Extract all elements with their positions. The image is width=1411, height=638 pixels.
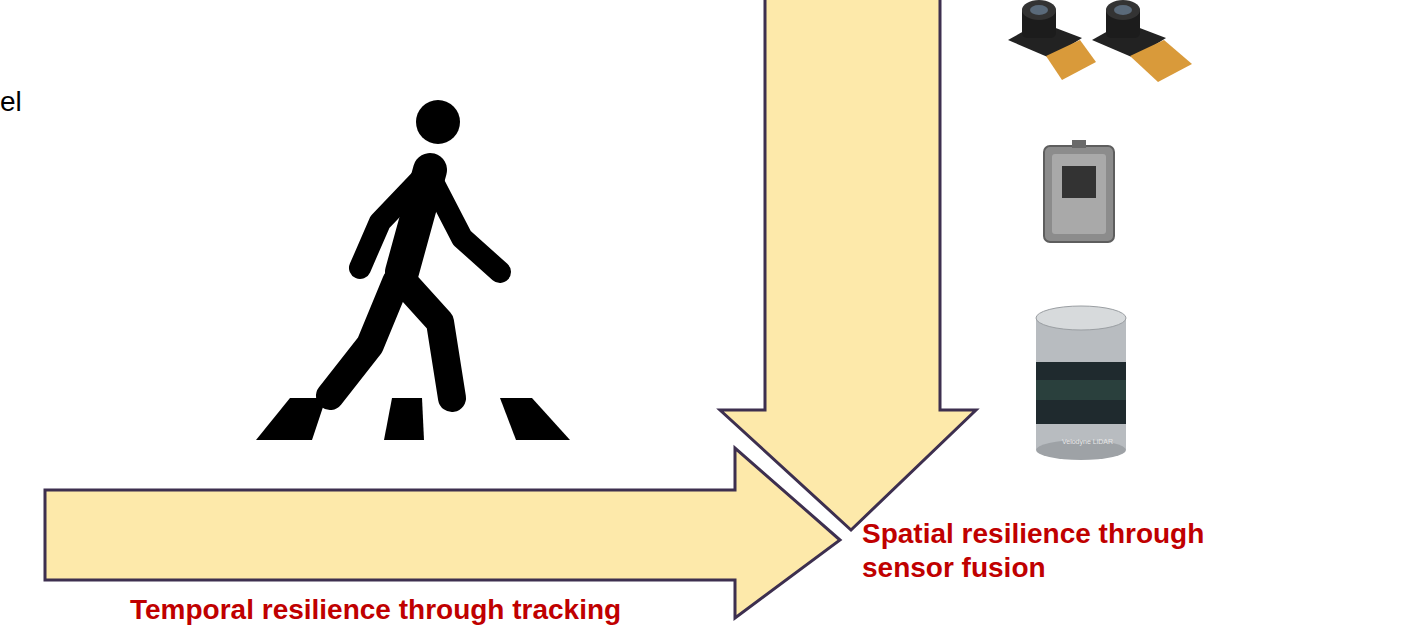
leg (330, 282, 396, 396)
arrow-fill (720, 0, 976, 530)
arrow-outline (45, 448, 842, 618)
leg (402, 280, 452, 398)
arrow-fill (45, 448, 840, 618)
crosswalk-stripe (256, 398, 326, 440)
brand-text: Velodyne LiDAR (1062, 438, 1113, 445)
arrow-shape: Temporal resilience through tracking (45, 448, 842, 618)
head (416, 100, 460, 144)
lens-glass (1030, 5, 1048, 15)
arm (360, 178, 422, 268)
lidar-top (1036, 306, 1126, 330)
camera-modules (1008, 0, 1192, 82)
lidar-unit (1036, 306, 1126, 460)
lens (1022, 0, 1056, 20)
lens (1106, 0, 1140, 20)
lidar-window (1036, 362, 1126, 424)
flex-cable (1046, 40, 1096, 80)
lidar-body (1036, 318, 1126, 450)
radar-unit (1044, 140, 1114, 242)
crosswalk-stripe (500, 398, 570, 440)
arrow-caption: Temporal resilience through tracking (130, 593, 770, 627)
crosswalk-stripe (384, 398, 424, 440)
arrow-shape: Spatial resilience through sensor fusion (718, 0, 980, 536)
arrow-caption: Spatial resilience through sensor fusion (862, 517, 1212, 585)
radar-window (1062, 166, 1096, 198)
cut-off-text: el (0, 86, 22, 118)
arm (432, 180, 500, 272)
radar-housing (1044, 146, 1114, 242)
lidar-reflection (1036, 380, 1126, 400)
radar-connector (1072, 140, 1086, 148)
flex-cable (1130, 40, 1192, 82)
lens-glass (1114, 5, 1132, 15)
arrow-outline (718, 0, 980, 536)
radar-face (1052, 154, 1106, 234)
pedestrian-icon (256, 100, 570, 440)
